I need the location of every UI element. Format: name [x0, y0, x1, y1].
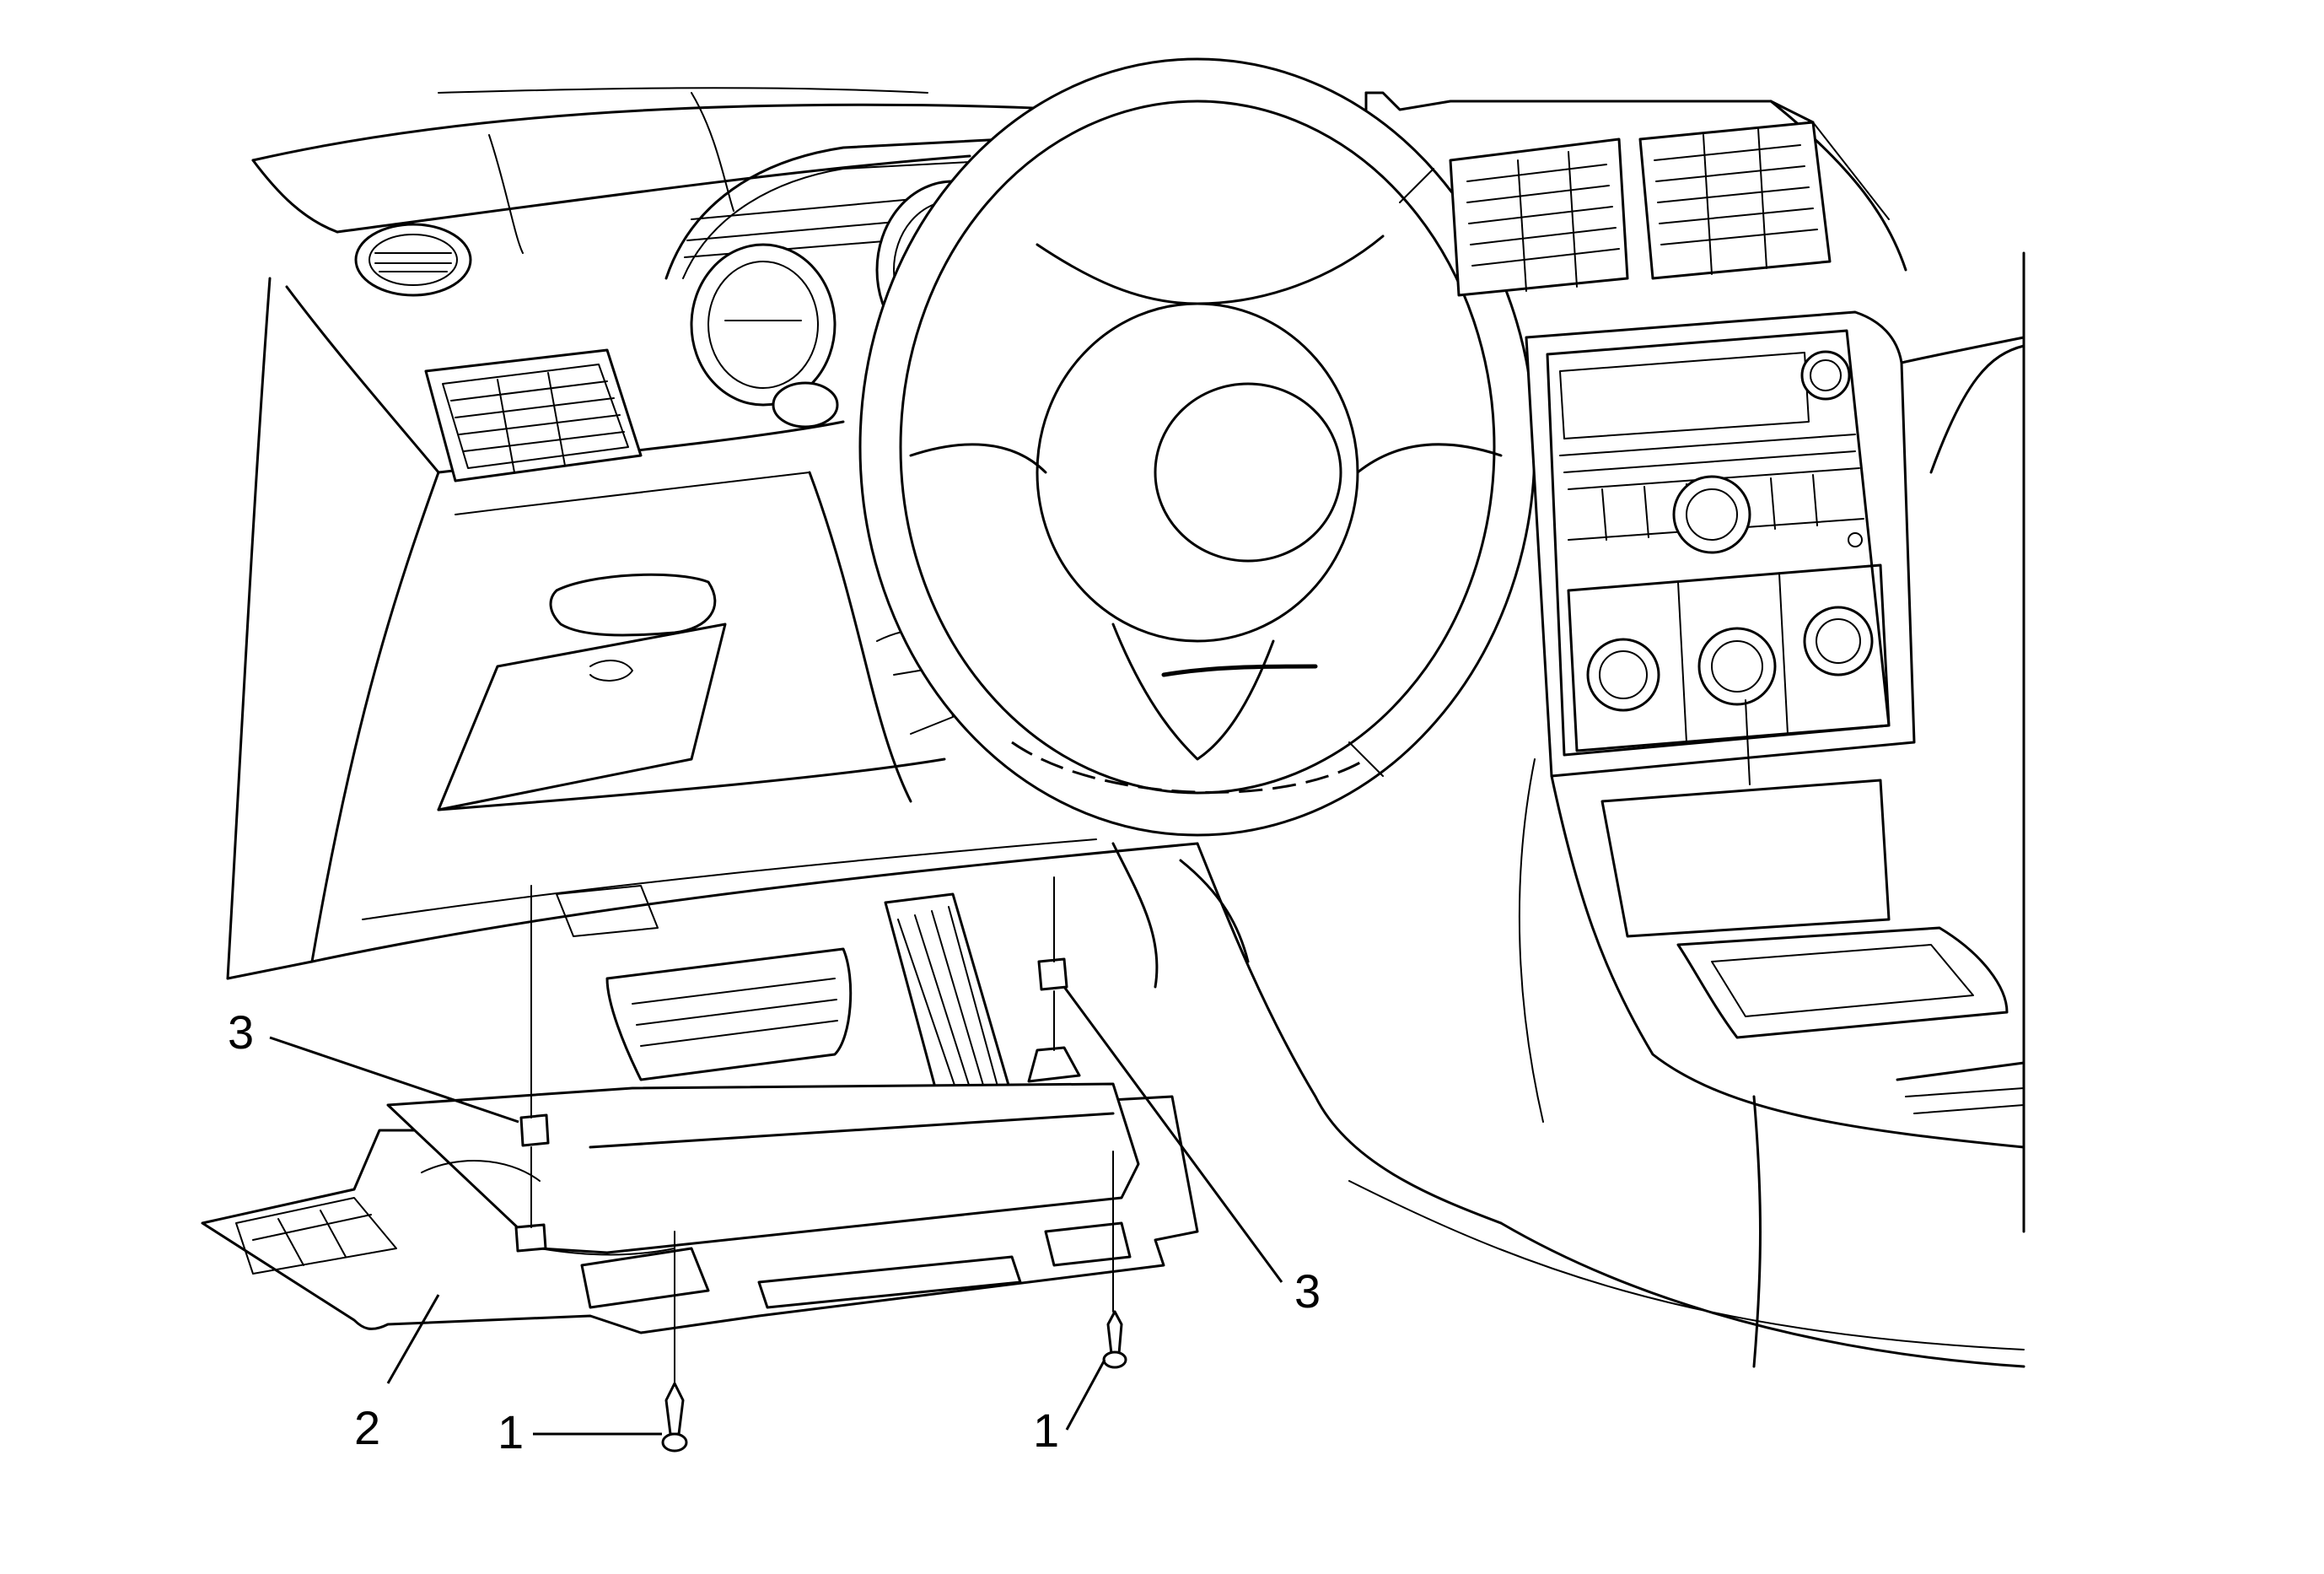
knee-bolster: [310, 573, 1199, 963]
pedal-area: [556, 842, 2025, 1368]
callout-panel: 2: [354, 1401, 380, 1454]
left-air-vent: [424, 348, 643, 482]
round-air-vent: [354, 223, 472, 297]
center-console-stack: [1525, 310, 1916, 785]
callout-leaders: [269, 986, 1283, 1436]
install-lines: [530, 876, 1114, 1384]
callout-fastener-left: 1: [498, 1405, 524, 1458]
center-vents: [1449, 121, 1832, 297]
steering-wheel: [858, 57, 1536, 837]
callout-fastener-right: 1: [1033, 1404, 1059, 1457]
callout-retainer-left: 3: [228, 1005, 254, 1059]
callout-labels: 3 3 2 1 1: [228, 1005, 1321, 1458]
retainer-clips: [514, 957, 1081, 1253]
knee-bolster-panel: [201, 1082, 1199, 1334]
center-console: [1518, 251, 2025, 1368]
callout-retainer-right: 3: [1294, 1264, 1321, 1318]
